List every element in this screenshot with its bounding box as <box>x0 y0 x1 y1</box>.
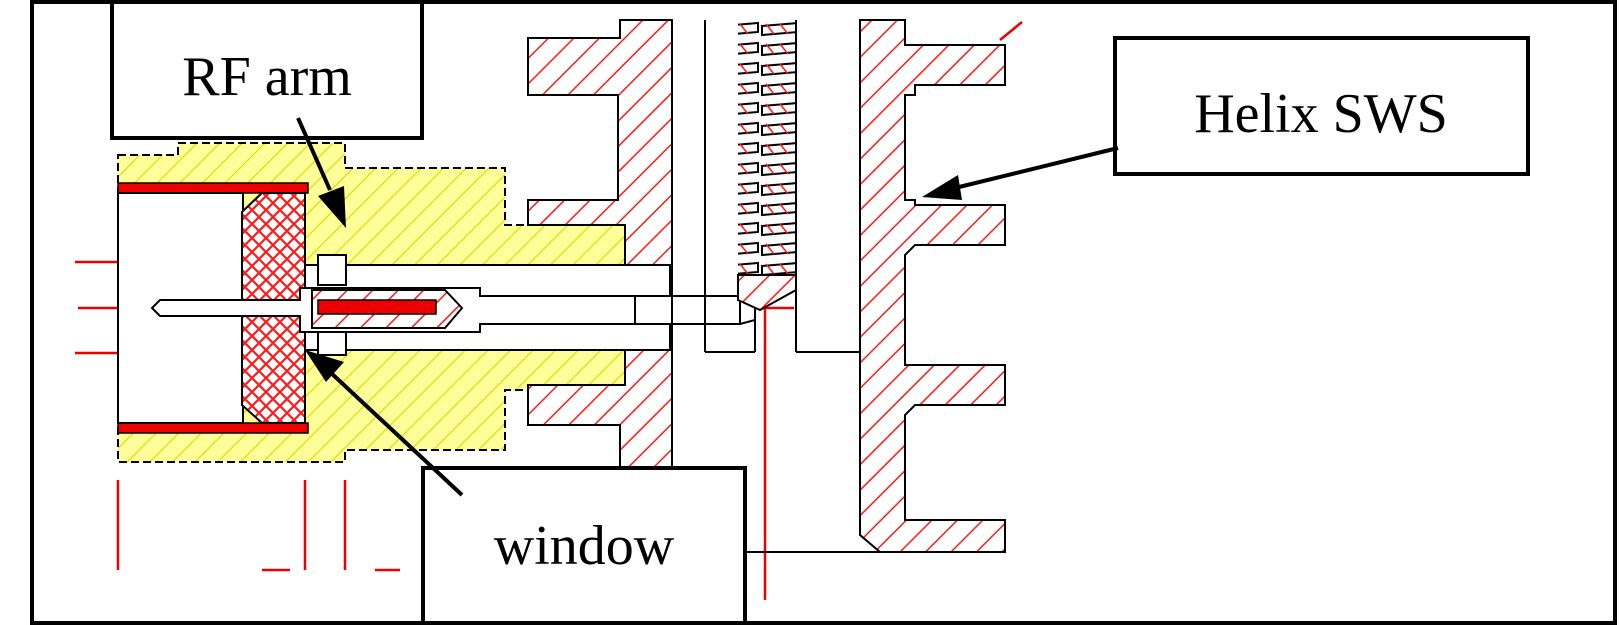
arrow-rf-arm-head <box>318 186 346 228</box>
helix-turns <box>738 20 796 275</box>
rf-arm-band-bottom <box>117 422 309 434</box>
pin-core <box>317 299 437 315</box>
label-helix-sws: Helix SWS <box>1113 36 1530 176</box>
arrow-rf-arm <box>296 117 346 228</box>
arrow-helix-sws <box>922 146 1119 200</box>
outer-frame <box>30 0 1617 625</box>
helix-end <box>737 274 797 312</box>
label-window-box <box>421 466 747 625</box>
label-helix-sws-text: Helix SWS <box>1194 83 1448 145</box>
window-ring-bottom <box>317 329 347 356</box>
rf-arm-band-top <box>117 182 309 194</box>
label-helix-sws-box <box>1113 36 1530 176</box>
barrel-right-fins <box>859 19 1006 553</box>
window-ring-top <box>317 254 347 286</box>
arrow-helix-sws-head <box>922 175 962 200</box>
pin-tip <box>634 295 741 325</box>
arrow-window <box>305 350 464 497</box>
arrow-window-head <box>305 350 344 382</box>
label-window-text: window <box>494 515 675 577</box>
label-rf-arm-box <box>110 0 424 140</box>
barrel-left-flange <box>527 19 673 266</box>
label-window: window <box>421 466 747 625</box>
label-rf-arm: RF arm <box>110 0 424 140</box>
label-rf-arm-text: RF arm <box>182 46 352 108</box>
